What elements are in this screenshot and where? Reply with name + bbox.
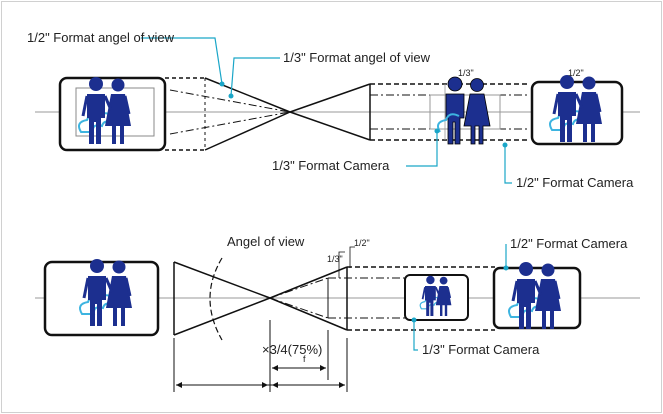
- bottom-tag-half: 1/2": [354, 238, 370, 248]
- leader-third-angle: [230, 57, 280, 97]
- label-f: f: [303, 354, 306, 364]
- bottom-diagram: Angel of view 1/3" 1/2" 1/2" Format Came…: [35, 234, 640, 392]
- label-third-camera: 1/3" Format Camera: [272, 158, 390, 173]
- leader-half-angle: [141, 37, 223, 85]
- label-half-angle: 1/2" Format angel of view: [27, 30, 175, 45]
- label-angle-of-view: Angel of view: [227, 234, 305, 249]
- top-diagram: 1/3" 1/2" 1/2" Format angel of view 1/3"…: [27, 30, 640, 190]
- label-bottom-third-camera: 1/3" Format Camera: [422, 342, 540, 357]
- top-tag-half: 1/2": [568, 68, 584, 78]
- leader-bottom-third-camera: [413, 320, 418, 351]
- leader-third-camera: [406, 131, 438, 167]
- bottom-tag-third: 1/3": [327, 254, 343, 264]
- label-third-angle: 1/3" Format angel of view: [283, 50, 431, 65]
- top-tag-third: 1/3": [458, 68, 474, 78]
- label-half-camera: 1/2" Format Camera: [516, 175, 634, 190]
- label-ratio: ×3/4(75%): [262, 342, 322, 357]
- label-bottom-half-camera: 1/2" Format Camera: [510, 236, 628, 251]
- top-right-subject-box: [530, 80, 624, 146]
- leader-half-camera: [504, 145, 512, 184]
- angle-arc: [209, 257, 223, 341]
